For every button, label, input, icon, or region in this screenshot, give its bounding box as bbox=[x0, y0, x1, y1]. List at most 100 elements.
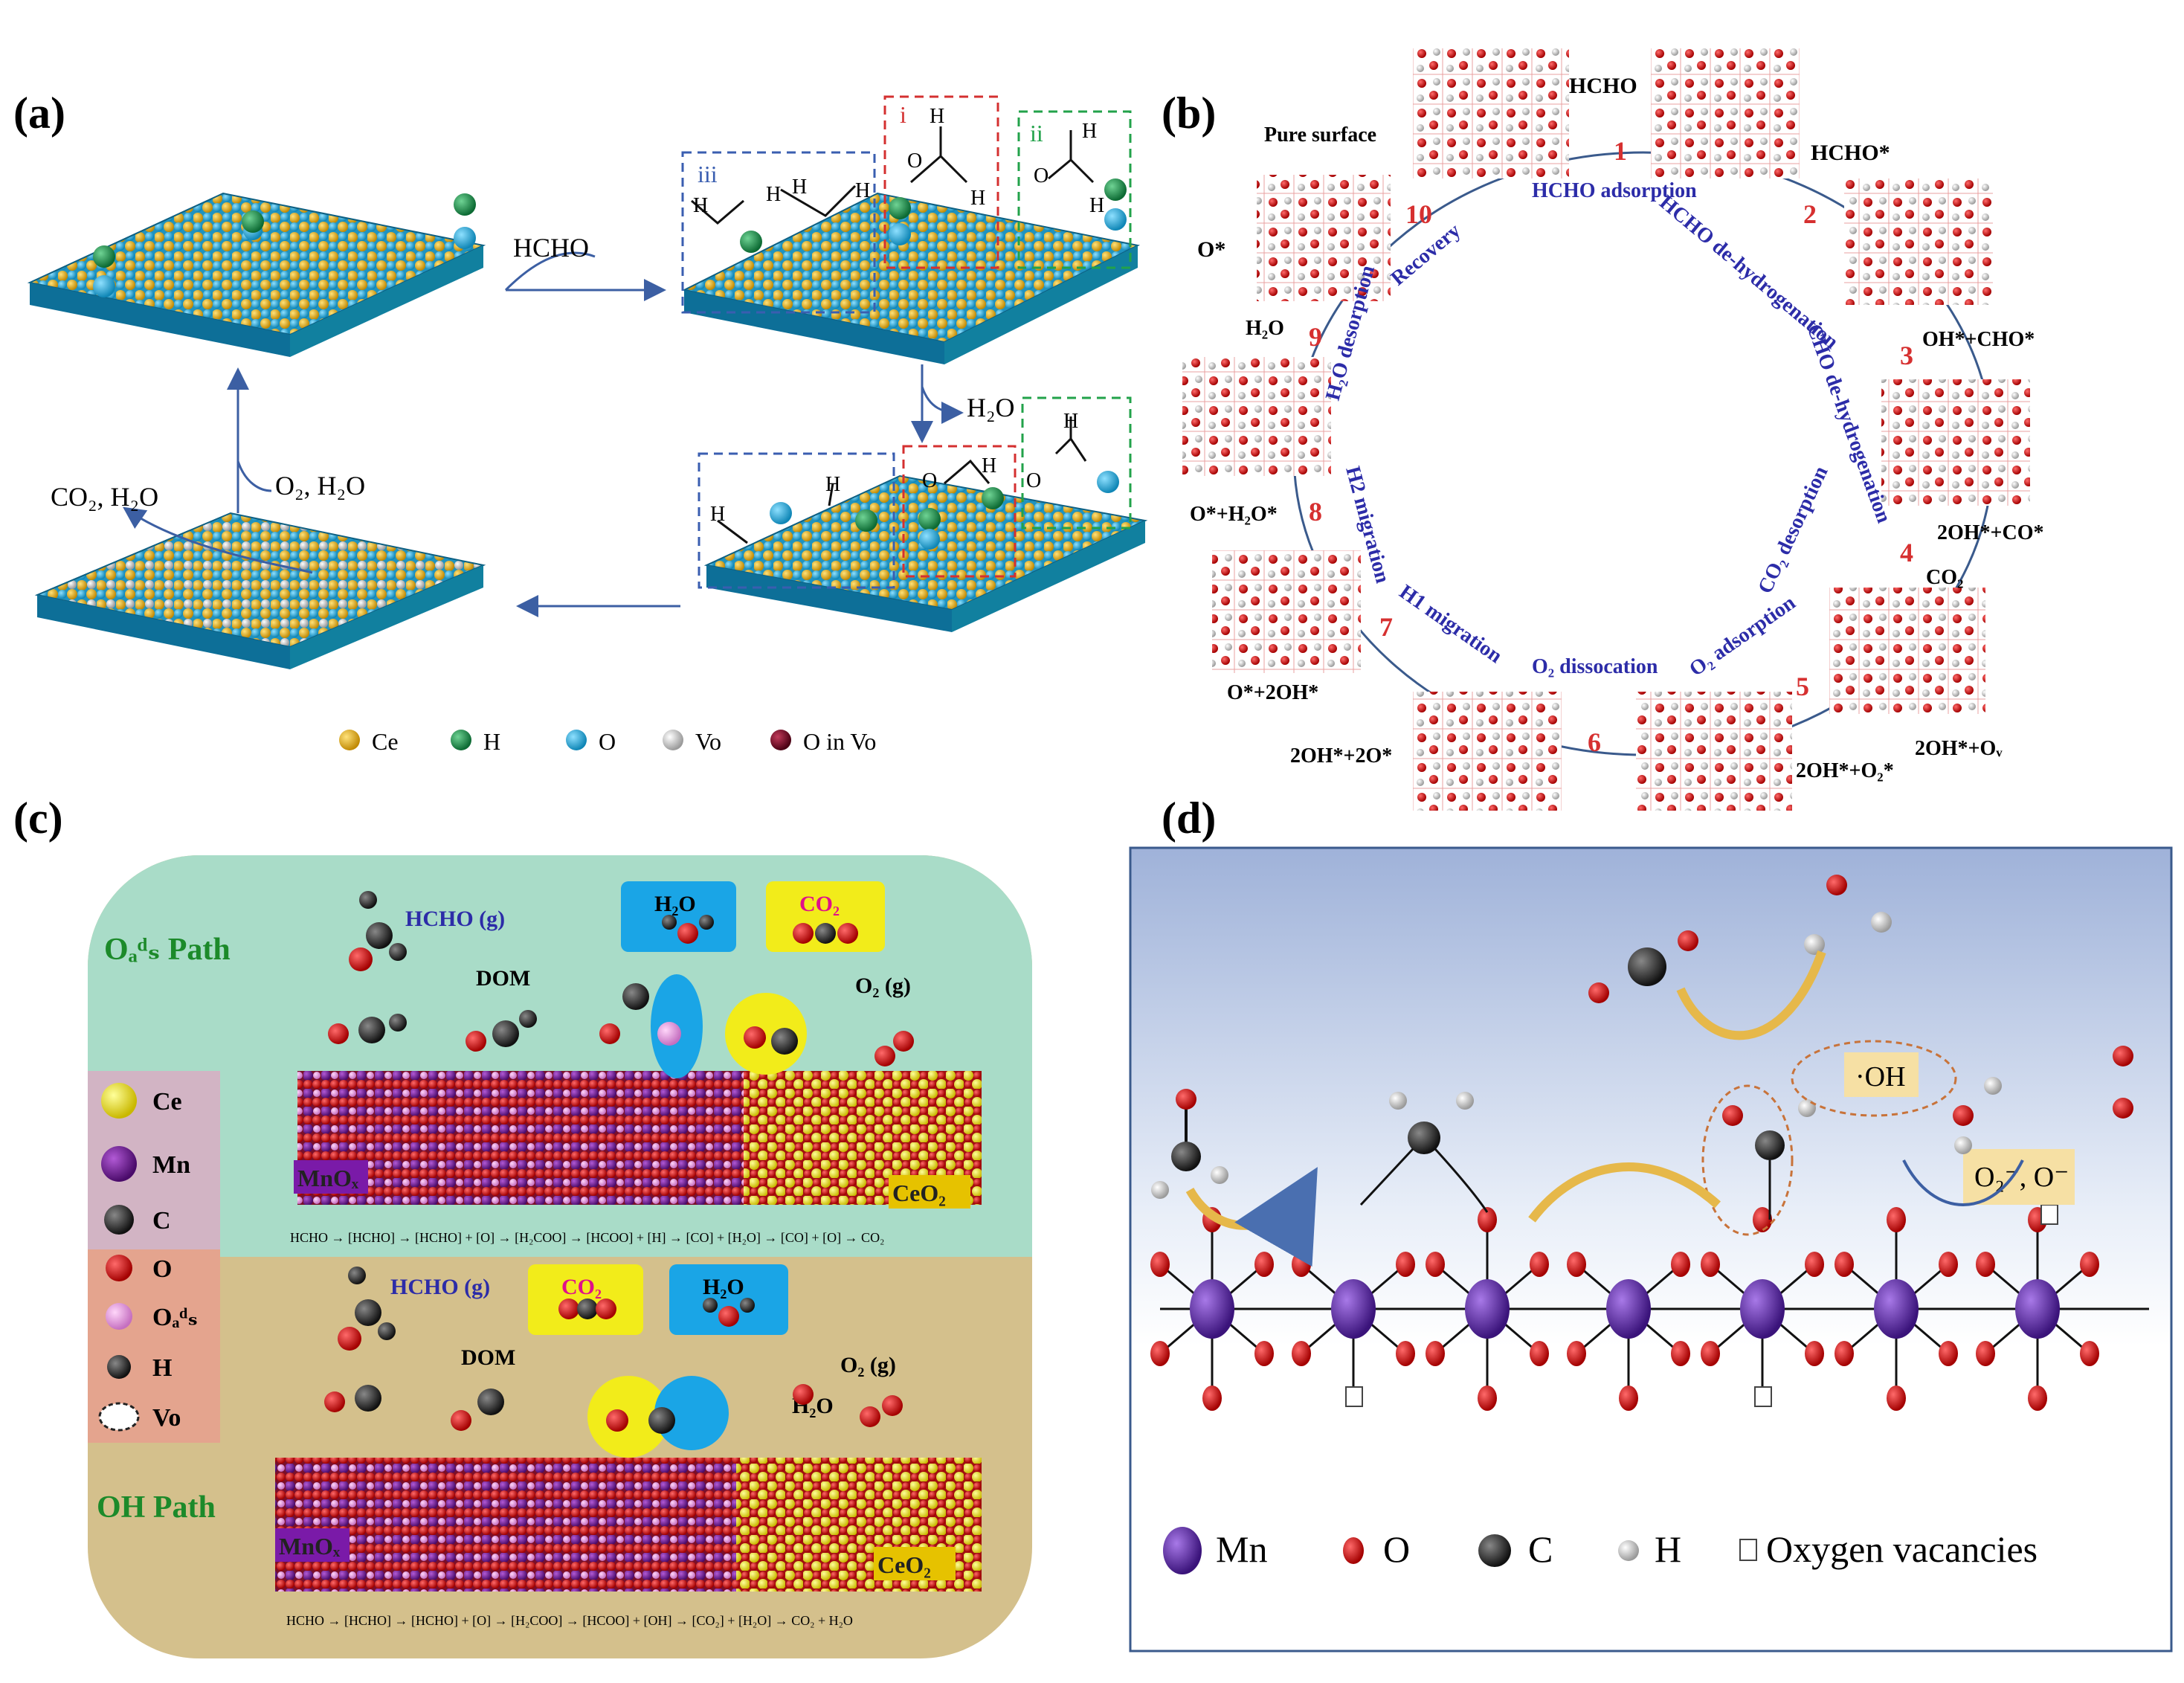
h2o-box-top: H₂O bbox=[654, 892, 696, 916]
h2o-box-bottom: H₂O bbox=[703, 1275, 744, 1299]
mnox-label-bottom: MnOₓ bbox=[279, 1533, 341, 1560]
legend-d-o: O bbox=[1383, 1528, 1410, 1570]
svg-text:H: H bbox=[710, 503, 725, 526]
svg-text:H: H bbox=[1089, 194, 1104, 217]
legend-d-oxygen-vacancies: Oxygen vacancies bbox=[1766, 1528, 2038, 1570]
legend-c-vo: Vo bbox=[152, 1404, 181, 1432]
legend-c-mn: Mn bbox=[152, 1151, 190, 1179]
step-num-7: 7 bbox=[1379, 612, 1393, 642]
co2-box-top: CO₂ bbox=[799, 892, 840, 916]
step-num-8: 8 bbox=[1309, 497, 1322, 527]
step-numbers: 1 2 3 4 5 6 7 8 9 10 bbox=[1309, 136, 1913, 757]
structure-7 bbox=[1212, 550, 1361, 673]
panel-c-label: (c) bbox=[13, 794, 63, 843]
dom-bottom: DOM bbox=[461, 1345, 515, 1370]
legend-c-c: C bbox=[152, 1207, 171, 1235]
slab-initial bbox=[27, 192, 486, 357]
o2-minus-label: O₂⁻, O⁻ bbox=[1974, 1162, 2069, 1193]
legend-a-ce: Ce bbox=[372, 728, 399, 755]
structure-1 bbox=[1651, 48, 1800, 178]
svg-text:O: O bbox=[1034, 164, 1048, 187]
label-hcho-star: HCHO* bbox=[1811, 141, 1890, 165]
legend-d: Mn O C H Oxygen vacancies bbox=[1163, 1527, 2038, 1574]
step-num-9: 9 bbox=[1309, 322, 1322, 352]
panel-c: (c) Oₐᵈₛ Path OH Path Ce Mn C O Oₐᵈₛ H V… bbox=[13, 794, 1032, 1658]
label-2oh-o2: 2OH*+O₂* bbox=[1796, 759, 1894, 782]
legend-a-h: H bbox=[483, 728, 500, 755]
legend-a: Ce H O Vo O in Vo bbox=[339, 728, 876, 755]
svg-text:H: H bbox=[970, 187, 985, 210]
label-2oh-co: 2OH*+CO* bbox=[1937, 521, 2044, 544]
svg-text:O: O bbox=[907, 149, 922, 173]
slab-intermediate: HH OH OH bbox=[698, 396, 1148, 632]
oh-path-title: OH Path bbox=[97, 1490, 216, 1525]
ceo2-label-top: CeO₂ bbox=[892, 1180, 946, 1206]
label-oh-cho: OH*+CHO* bbox=[1922, 328, 2035, 351]
structure-3 bbox=[1881, 379, 2030, 506]
structure-pure-surface bbox=[1413, 48, 1569, 178]
label-2oh-ov: 2OH*+Oᵥ bbox=[1915, 737, 2003, 760]
structure-9 bbox=[1257, 175, 1391, 301]
step-num-6: 6 bbox=[1588, 727, 1601, 757]
svg-text:H: H bbox=[1082, 120, 1097, 143]
oh-radical-label: ·OH bbox=[1855, 1061, 1906, 1092]
step-num-2: 2 bbox=[1803, 199, 1817, 229]
dom-top: DOM bbox=[476, 966, 530, 991]
oh-slab: MnOₓ CeO₂ bbox=[275, 1458, 982, 1592]
molecules-top bbox=[328, 891, 914, 1078]
step-text-5: O₂ adsorption bbox=[1685, 591, 1800, 681]
step-text-10: Recovery bbox=[1387, 219, 1466, 291]
panel-a: (a) iii i ii HH H bbox=[13, 89, 1148, 755]
legend-d-h: H bbox=[1655, 1528, 1681, 1570]
oads-path-title: Oₐᵈₛ Path bbox=[104, 933, 231, 967]
svg-text:H: H bbox=[930, 105, 944, 128]
box-i-label: i bbox=[900, 101, 906, 128]
structure-8 bbox=[1182, 357, 1331, 476]
legend-c: Ce Mn C O Oₐᵈₛ H Vo bbox=[88, 1071, 220, 1443]
o2-g-top: O₂ (g) bbox=[855, 974, 911, 998]
structure-2 bbox=[1844, 178, 1993, 305]
molecules-bottom bbox=[324, 1267, 903, 1458]
legend-c-o: O bbox=[152, 1255, 172, 1283]
slab-recovered bbox=[34, 512, 486, 669]
svg-text:H: H bbox=[982, 454, 996, 477]
legend-a-o-in-vo: O in Vo bbox=[803, 728, 876, 755]
step-text-7: H1 migration bbox=[1395, 580, 1507, 668]
panel-a-h2o: H₂O bbox=[967, 393, 1015, 422]
label-2oh-2o: 2OH*+2O* bbox=[1290, 744, 1392, 768]
eq-top: HCHO → [HCHO] → [HCHO] + [O] → [H₂COO] →… bbox=[290, 1230, 884, 1245]
step-num-4: 4 bbox=[1900, 538, 1913, 567]
adsorbates-d: ·OH O₂⁻, O⁻ bbox=[1151, 875, 2133, 1267]
legend-c-ce: Ce bbox=[152, 1088, 182, 1116]
step-text-1: HCHO adsorption bbox=[1532, 179, 1697, 202]
panel-a-label: (a) bbox=[13, 89, 65, 138]
structure-6 bbox=[1413, 692, 1562, 811]
svg-text:H: H bbox=[766, 183, 781, 206]
label-o-h2o: O*+H₂O* bbox=[1190, 503, 1278, 526]
box-ii-label: ii bbox=[1030, 120, 1043, 147]
label-h2o: H₂O bbox=[1246, 317, 1284, 340]
structure-5 bbox=[1636, 692, 1792, 811]
label-pure-surface: Pure surface bbox=[1264, 123, 1376, 147]
svg-text:O: O bbox=[1026, 469, 1041, 492]
co2-box-bottom: CO₂ bbox=[561, 1275, 602, 1299]
hcho-g-bottom: HCHO (g) bbox=[390, 1275, 490, 1299]
structure-4 bbox=[1829, 588, 1985, 714]
panel-b-label: (b) bbox=[1162, 89, 1216, 138]
step-text-4: CO₂ desorption bbox=[1753, 463, 1832, 597]
box-iii bbox=[681, 151, 876, 314]
oads-slab: MnOₓ CeO₂ bbox=[294, 1071, 982, 1209]
hcho-g-top: HCHO (g) bbox=[405, 907, 505, 931]
step-num-10: 10 bbox=[1405, 199, 1432, 229]
panel-d: (d) bbox=[1129, 794, 2173, 1653]
panel-a-co2-h2o: CO₂, H₂O bbox=[51, 482, 158, 512]
legend-d-c: C bbox=[1528, 1528, 1553, 1570]
label-hcho: HCHO bbox=[1569, 74, 1637, 98]
label-o-2oh: O*+2OH* bbox=[1227, 681, 1318, 704]
legend-a-vo: Vo bbox=[695, 728, 721, 755]
panel-a-hcho: HCHO bbox=[513, 233, 589, 263]
panel-d-label: (d) bbox=[1162, 794, 1216, 843]
step-texts: HCHO adsorption HCHO de-hydrogenation CH… bbox=[1321, 179, 1895, 681]
